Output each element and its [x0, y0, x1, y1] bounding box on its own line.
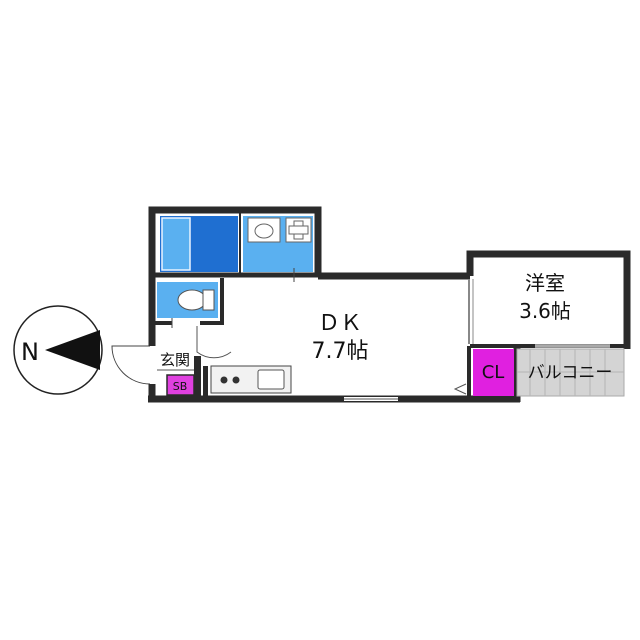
- western-room-size: 3.6帖: [519, 299, 571, 323]
- sink-icon: [257, 369, 285, 390]
- washing-machine-icon: [285, 217, 312, 243]
- hall-door-swing: [196, 326, 232, 359]
- western-room-name: 洋室: [525, 271, 565, 295]
- dk-room-size: 7.7帖: [312, 339, 369, 364]
- stove-burner-icon: [232, 376, 240, 384]
- toilet-icon: [177, 289, 215, 311]
- kitchen-counter: [210, 365, 292, 394]
- balcony-label: バルコニー: [528, 363, 613, 383]
- closet-label: CL: [482, 362, 505, 383]
- north-compass: N: [13, 305, 103, 395]
- compass-arrow-icon: [45, 330, 100, 370]
- closet-door-arc: [453, 383, 467, 395]
- shoe-box-label: SB: [173, 380, 188, 393]
- entrance-door-swing: [111, 345, 151, 385]
- entrance-label: 玄関: [160, 351, 190, 369]
- stove-burner-icon: [220, 376, 228, 384]
- compass-letter: N: [21, 338, 39, 366]
- basin-bowl-icon: [254, 223, 274, 239]
- dk-room-name: ＤＫ: [318, 311, 362, 336]
- bathtub-icon: [161, 217, 191, 271]
- balcony: [516, 348, 625, 397]
- pillar: [194, 356, 201, 396]
- closet: [473, 349, 514, 396]
- pillar-side: [203, 366, 208, 396]
